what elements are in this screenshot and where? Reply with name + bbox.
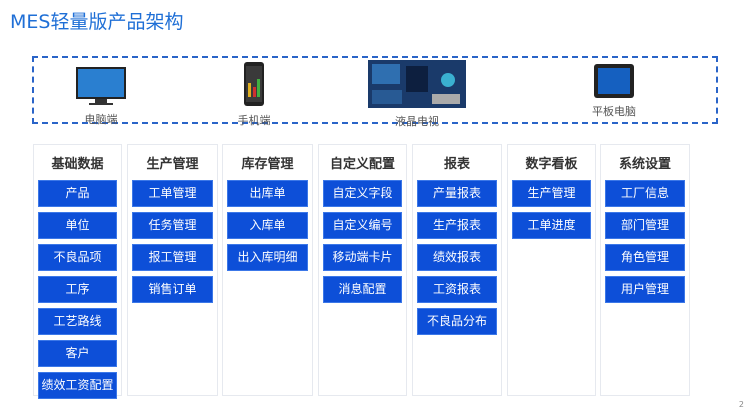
module-item-button[interactable]: 生产管理: [512, 180, 591, 207]
module-item-button[interactable]: 移动端卡片: [323, 244, 402, 271]
device-tablet: 平板电脑: [579, 64, 649, 119]
module-item-button[interactable]: 报工管理: [132, 244, 213, 271]
module-item-button[interactable]: 不良品分布: [417, 308, 497, 335]
module-item-button[interactable]: 出入库明细: [227, 244, 308, 271]
module-item-button[interactable]: 工单管理: [132, 180, 213, 207]
module-item-button[interactable]: 任务管理: [132, 212, 213, 239]
tablet-icon: [594, 64, 634, 98]
module-item-button[interactable]: 工资报表: [417, 276, 497, 303]
module-item-button[interactable]: 部门管理: [605, 212, 685, 239]
module-item-button[interactable]: 工厂信息: [605, 180, 685, 207]
module-item-button[interactable]: 销售订单: [132, 276, 213, 303]
device-phone: 手机端: [224, 61, 284, 128]
module-column: 数字看板生产管理工单进度: [507, 144, 596, 396]
module-item-button[interactable]: 产量报表: [417, 180, 497, 207]
module-item-button[interactable]: 绩效报表: [417, 244, 497, 271]
module-item-button[interactable]: 客户: [38, 340, 117, 367]
page-title: MES轻量版产品架构: [10, 11, 184, 33]
module-title: 库存管理: [241, 157, 294, 172]
device-label: 平板电脑: [592, 105, 636, 118]
module-item-button[interactable]: 工序: [38, 276, 117, 303]
module-title: 数字看板: [525, 157, 578, 172]
module-item-button[interactable]: 生产报表: [417, 212, 497, 239]
module-column: 生产管理工单管理任务管理报工管理销售订单: [127, 144, 218, 396]
module-item-button[interactable]: 绩效工资配置: [38, 372, 117, 399]
module-title: 系统设置: [618, 157, 671, 172]
module-item-button[interactable]: 不良品项: [38, 244, 117, 271]
module-column: 自定义配置自定义字段自定义编号移动端卡片消息配置: [318, 144, 407, 396]
monitor-icon: [76, 67, 126, 105]
module-column: 系统设置工厂信息部门管理角色管理用户管理: [600, 144, 690, 396]
phone-icon: [244, 62, 264, 106]
module-item-button[interactable]: 消息配置: [323, 276, 402, 303]
device-label: 液晶电视: [395, 115, 439, 128]
tv-icon: [368, 60, 466, 108]
module-item-button[interactable]: 自定义字段: [323, 180, 402, 207]
module-title: 自定义配置: [329, 157, 395, 172]
module-column: 报表产量报表生产报表绩效报表工资报表不良品分布: [412, 144, 502, 396]
module-item-button[interactable]: 自定义编号: [323, 212, 402, 239]
module-column: 库存管理出库单入库单出入库明细: [222, 144, 313, 396]
module-item-button[interactable]: 工艺路线: [38, 308, 117, 335]
module-item-button[interactable]: 单位: [38, 212, 117, 239]
device-label: 电脑端: [84, 113, 118, 126]
module-item-button[interactable]: 用户管理: [605, 276, 685, 303]
device-label: 手机端: [237, 114, 271, 127]
module-item-button[interactable]: 入库单: [227, 212, 308, 239]
module-item-button[interactable]: 产品: [38, 180, 117, 207]
module-column: 基础数据产品单位不良品项工序工艺路线客户绩效工资配置: [33, 144, 122, 399]
module-item-button[interactable]: 出库单: [227, 180, 308, 207]
module-item-button[interactable]: 工单进度: [512, 212, 591, 239]
module-title: 基础数据: [51, 157, 104, 172]
module-item-button[interactable]: 角色管理: [605, 244, 685, 271]
device-tv: 液晶电视: [367, 60, 467, 129]
module-title: 报表: [443, 157, 470, 172]
module-title: 生产管理: [146, 157, 199, 172]
device-desktop: 电脑端: [66, 66, 136, 127]
device-panel: 电脑端 手机端 液晶电视 平板电脑: [32, 56, 718, 128]
page-number: 2: [738, 400, 744, 409]
